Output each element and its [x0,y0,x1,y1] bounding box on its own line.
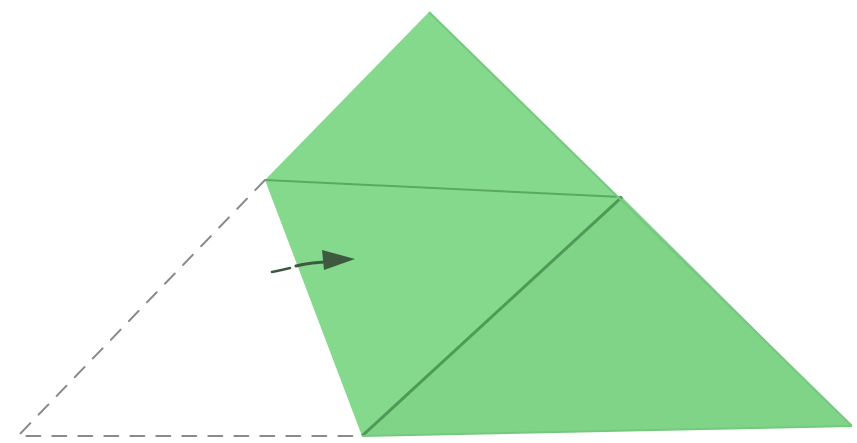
origami-diagram [0,0,857,443]
diagram-svg [0,0,857,443]
